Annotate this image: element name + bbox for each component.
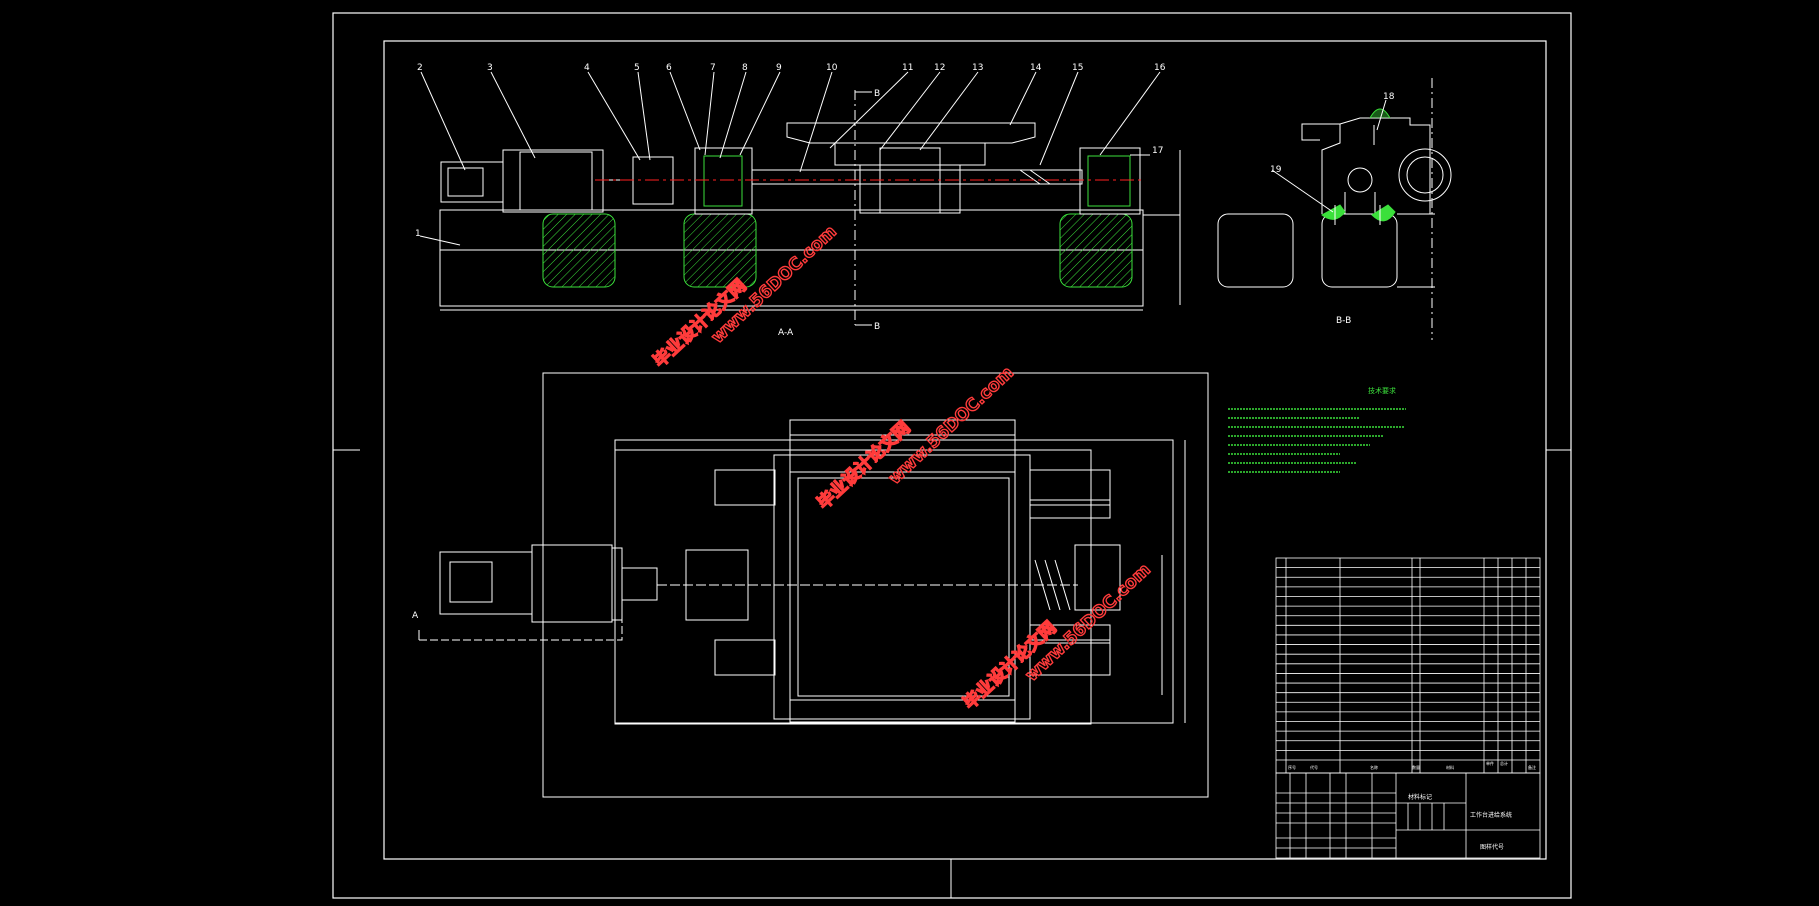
part-label-15: 15 [1072, 63, 1083, 73]
part-label-9: 9 [776, 63, 782, 73]
part-label-11: 11 [902, 63, 913, 73]
bom-col-note: 备注 [1528, 764, 1536, 770]
bom-col-qty: 数量 [1412, 764, 1420, 770]
bom-col-total: 总计 [1500, 760, 1508, 766]
section-label-aa: A-A [778, 328, 794, 338]
tech-req-title: 技术要求 [1368, 386, 1396, 395]
part-label-3: 3 [487, 63, 493, 73]
part-label-19: 19 [1270, 165, 1282, 175]
part-label-18: 18 [1383, 92, 1395, 102]
part-label-1: 1 [415, 229, 421, 239]
part-label-14: 14 [1030, 63, 1042, 73]
part-label-5: 5 [634, 63, 640, 73]
title-block-drawing-number: 图样代号 [1480, 843, 1504, 851]
bom-col-material: 材料 [1446, 764, 1454, 770]
part-label-16: 16 [1154, 63, 1166, 73]
outer-frame [332, 12, 1572, 899]
part-label-12: 12 [934, 63, 945, 73]
bom-header: 序号 代号 名称 数量 材料 单件 总计 备注 [1288, 760, 1536, 770]
part-label-7: 7 [710, 63, 716, 73]
part-label-8: 8 [742, 63, 748, 73]
section-marker-a: A [412, 611, 419, 621]
bom-col-code: 代号 [1310, 764, 1318, 770]
bom-col-seq: 序号 [1288, 764, 1296, 770]
bom-col-weight: 单件 [1486, 760, 1494, 766]
part-label-13: 13 [972, 63, 983, 73]
section-marker-b-bottom: B [874, 322, 880, 332]
section-bb-view [1217, 78, 1452, 340]
bom-col-name: 名称 [1370, 764, 1378, 770]
part-label-6: 6 [666, 63, 672, 73]
bom-table [1275, 557, 1541, 774]
title-block-name: 材料标记 [1408, 793, 1432, 801]
technical-requirements: 技术要求 [1228, 386, 1406, 473]
plan-view [418, 372, 1209, 798]
title-block [1275, 772, 1541, 859]
title-block-drawing-title: 工作台进给系统 [1470, 811, 1512, 819]
part-label-2: 2 [417, 63, 423, 73]
part-label-17: 17 [1152, 146, 1163, 156]
part-label-10: 10 [826, 63, 838, 73]
section-marker-b-top: B [874, 89, 880, 99]
part-number-labels: 2 3 4 5 6 7 8 9 10 11 12 13 14 15 16 17 … [415, 63, 1395, 239]
section-aa-view [419, 71, 1181, 326]
part-label-4: 4 [584, 63, 590, 73]
section-label-bb: B-B [1336, 316, 1351, 326]
